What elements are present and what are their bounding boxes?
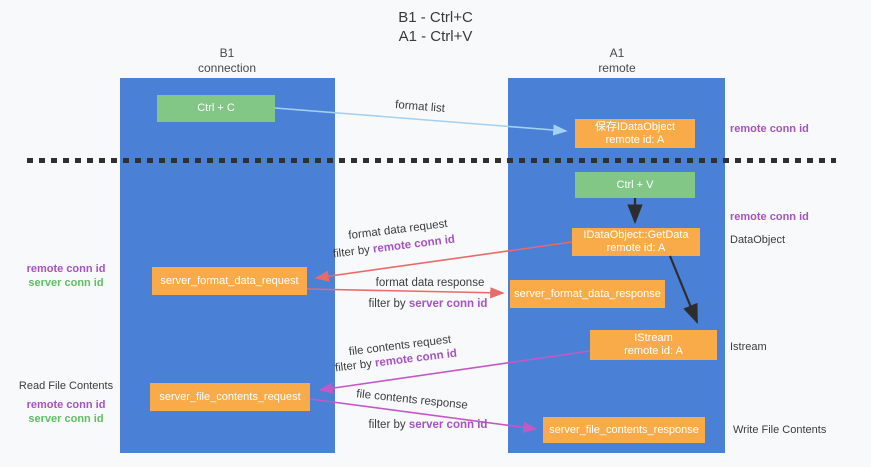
- server-format-data-response-box: server_format_data_response: [510, 280, 665, 308]
- write-file-contents-label: Write File Contents: [733, 424, 827, 436]
- filter-by-server-conn-id-label-2: filter by server conn id: [369, 419, 488, 431]
- server-conn-id-text: server conn id: [408, 419, 488, 431]
- filter-by-text: filter by: [368, 298, 409, 310]
- title-line-1: B1 - Ctrl+C: [398, 9, 473, 26]
- left-column-header: B1 connection: [157, 46, 297, 76]
- right-column-role: remote: [598, 61, 636, 75]
- diagram-title: B1 - Ctrl+C A1 - Ctrl+V: [0, 8, 871, 46]
- left-server-conn-id-label-1: server conn id: [28, 277, 104, 289]
- server-format-data-request-label: server_format_data_request: [160, 274, 299, 287]
- ctrl-c-label: Ctrl + C: [197, 102, 235, 114]
- format-list-label: format list: [394, 99, 446, 115]
- right-column-header: A1 remote: [547, 46, 687, 76]
- server-file-contents-response-label: server_file_contents_response: [549, 423, 699, 436]
- getdata-line2: remote id: A: [606, 242, 666, 254]
- filter-by-text: filter by: [368, 419, 409, 431]
- right-column-name: A1: [609, 46, 625, 60]
- format-data-response-label: format data response: [375, 277, 485, 289]
- server-format-data-response-label: server_format_data_response: [514, 287, 661, 300]
- save-idataobject-line1: 保存IDataObject: [594, 120, 676, 133]
- istream-line1: IStream: [634, 332, 673, 344]
- filter-by-server-conn-id-label-1: filter by server conn id: [369, 298, 488, 310]
- left-remote-conn-id-label-1: remote conn id: [26, 263, 106, 275]
- save-idataobject-line2: remote id: A: [605, 133, 665, 146]
- right-remote-conn-id-label-2: remote conn id: [730, 211, 809, 223]
- left-column-role: connection: [197, 61, 257, 75]
- server-format-data-request-box: server_format_data_request: [152, 267, 307, 295]
- right-remote-conn-id-label-1: remote conn id: [730, 123, 809, 135]
- server-file-contents-request-box: server_file_contents_request: [150, 383, 310, 411]
- left-conn-id-stack-1: remote conn id server conn id: [14, 262, 118, 290]
- istream-side-label: Istream: [730, 341, 767, 353]
- left-remote-conn-id-label-2: remote conn id: [26, 399, 106, 411]
- left-column-name: B1: [219, 46, 235, 60]
- istream-box: IStream remote id: A: [590, 330, 717, 360]
- filter-by-text: filter by: [334, 357, 376, 375]
- filter-by-text: filter by: [332, 243, 374, 261]
- title-line-2: A1 - Ctrl+V: [398, 28, 473, 45]
- ctrl-v-action-box: Ctrl + V: [575, 172, 695, 198]
- copy-paste-divider-dashed-line: [27, 158, 836, 163]
- left-server-conn-id-label-2: server conn id: [28, 413, 104, 425]
- server-conn-id-text: server conn id: [408, 298, 488, 310]
- dataobject-label: DataObject: [730, 234, 786, 246]
- server-file-contents-request-label: server_file_contents_request: [159, 390, 301, 403]
- ctrl-c-action-box: Ctrl + C: [157, 95, 275, 122]
- left-conn-id-stack-2: Read File Contents remote conn id server…: [14, 379, 118, 426]
- read-file-contents-label: Read File Contents: [18, 380, 114, 392]
- idataobject-getdata-box: IDataObject::GetData remote id: A: [572, 228, 700, 256]
- file-contents-response-label: file contents response: [355, 388, 469, 412]
- save-idataobject-box: 保存IDataObject remote id: A: [575, 119, 695, 148]
- server-file-contents-response-box: server_file_contents_response: [543, 417, 705, 443]
- ctrl-v-label: Ctrl + V: [616, 178, 654, 191]
- getdata-line1: IDataObject::GetData: [583, 229, 689, 241]
- format-data-response-arrow: [306, 287, 505, 299]
- istream-line2: remote id: A: [624, 345, 683, 357]
